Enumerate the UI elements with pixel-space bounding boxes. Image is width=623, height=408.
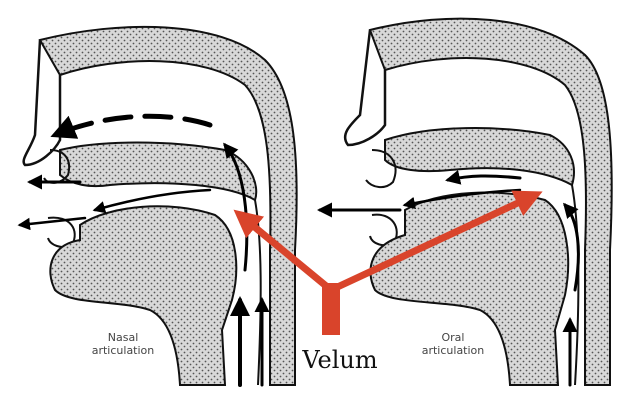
velum-label: Velum bbox=[270, 346, 410, 374]
oral-articulation-caption: Oral articulation bbox=[398, 331, 508, 357]
oral-caption-line2: articulation bbox=[398, 344, 508, 357]
nasal-caption-line1: Nasal bbox=[68, 331, 178, 344]
nasal-articulation-caption: Nasal articulation bbox=[68, 331, 178, 357]
nasal-caption-line2: articulation bbox=[68, 344, 178, 357]
oral-caption-line1: Oral bbox=[398, 331, 508, 344]
